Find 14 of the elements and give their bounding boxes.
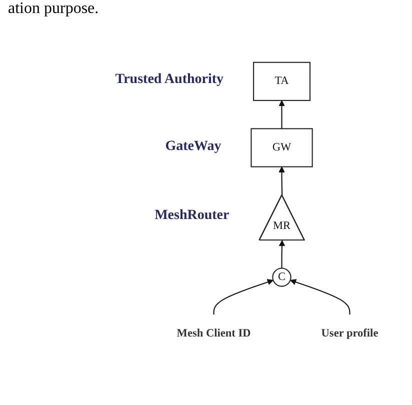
text-fragment: ation purpose. [8,0,100,18]
node-caption: GateWay [165,138,222,155]
node-circle [272,268,292,287]
arrow [278,100,285,129]
node-text: Mesh Client ID [176,327,251,340]
node-caption: MeshRouter [154,208,230,224]
arrow [213,279,274,315]
arrow [290,279,350,315]
node-text: User profile [321,327,378,340]
arrow [278,166,285,196]
node-box [253,62,310,101]
node-box [250,128,313,168]
arrow [278,240,286,268]
node-caption: Trusted Authority [115,72,224,88]
